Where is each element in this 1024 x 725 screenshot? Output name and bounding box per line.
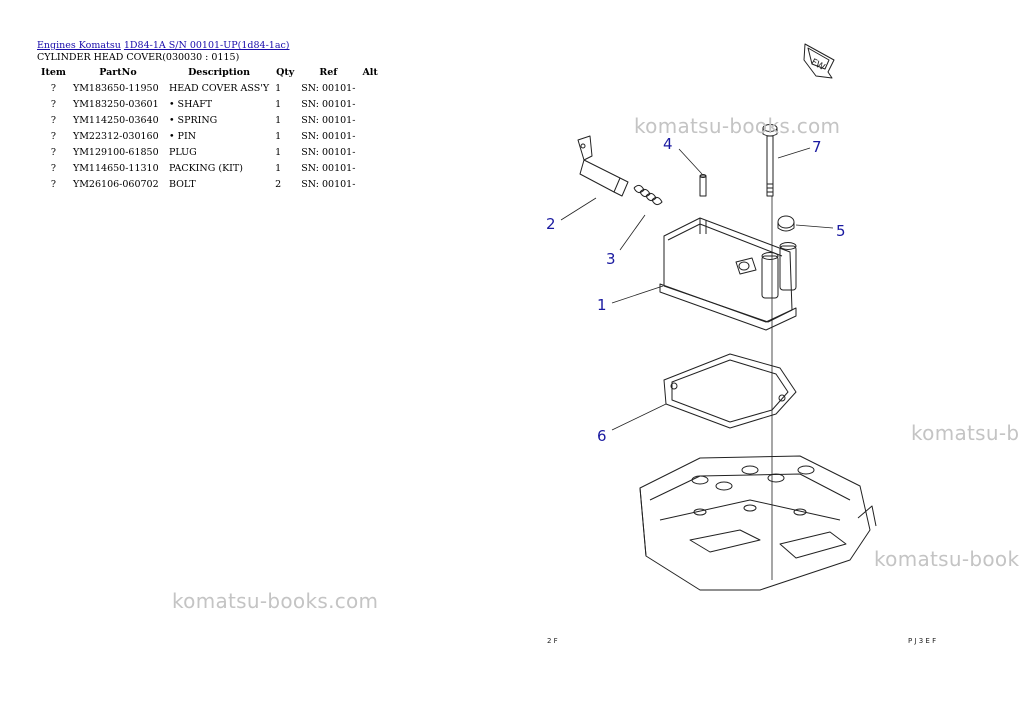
cell-alt <box>358 177 381 193</box>
cell-ref: SN: 00101- <box>301 99 356 110</box>
cell-description: PACKING (KIT) <box>168 163 243 174</box>
header-partno: PartNo <box>99 67 137 78</box>
shaft-part <box>577 135 629 197</box>
cell-description: • SHAFT <box>168 99 213 110</box>
callout-7: 7 <box>812 138 822 156</box>
cell-alt <box>358 113 381 129</box>
cell-ref: SN: 00101- <box>301 163 356 174</box>
cell-qty: 1 <box>275 131 282 142</box>
cell-item: ? <box>50 83 57 94</box>
table-row: ? YM114250-03640 • SPRING 1 SN: 00101- <box>37 113 382 129</box>
header-description: Description <box>188 67 250 78</box>
cell-qty: 1 <box>275 115 282 126</box>
table-row: ? YM183650-11950 HEAD COVER ASS'Y 1 SN: … <box>37 81 382 97</box>
cell-qty: 1 <box>275 163 282 174</box>
cell-alt <box>358 97 381 113</box>
spring-part <box>633 184 663 206</box>
cell-alt <box>358 145 381 161</box>
cell-alt <box>358 129 381 145</box>
breadcrumb-link-engines-komatsu[interactable]: Engines Komatsu <box>37 40 121 51</box>
table-row: ? YM129100-61850 PLUG 1 SN: 00101- <box>37 145 382 161</box>
watermark-text: komatsu-book <box>874 547 1020 571</box>
corner-code-left: 2 F <box>547 637 558 645</box>
page-title: CYLINDER HEAD COVER(030030 : 0115) <box>37 52 240 63</box>
head-cover-part <box>659 217 797 331</box>
cell-partno: YM114650-11310 <box>72 163 159 174</box>
cell-ref: SN: 00101- <box>301 147 356 158</box>
cell-qty: 1 <box>275 147 282 158</box>
cell-item: ? <box>50 99 57 110</box>
pin-part <box>699 174 707 197</box>
cell-description: HEAD COVER ASS'Y <box>168 83 270 94</box>
watermark-text: komatsu-books.com <box>634 114 841 138</box>
cell-partno: YM183250-03601 <box>72 99 159 110</box>
parts-table: Item PartNo Description Qty Ref Alt ? YM… <box>37 66 382 193</box>
table-row: ? YM26106-060702 BOLT 2 SN: 00101- <box>37 177 382 193</box>
callout-6: 6 <box>597 427 607 445</box>
cell-description: BOLT <box>168 179 196 190</box>
cell-item: ? <box>50 179 57 190</box>
cylinder-head-part <box>639 455 877 591</box>
header-alt: Alt <box>362 67 378 78</box>
cell-alt <box>358 161 381 177</box>
cell-alt <box>358 81 381 97</box>
exploded-parts-diagram: 2 3 1 4 5 6 7 FW 2 F P J 3 E F <box>546 43 936 645</box>
table-row: ? YM183250-03601 • SHAFT 1 SN: 00101- <box>37 97 382 113</box>
header-ref: Ref <box>319 67 338 78</box>
cell-ref: SN: 00101- <box>301 131 356 142</box>
cell-ref: SN: 00101- <box>301 83 356 94</box>
cell-description: PLUG <box>168 147 197 158</box>
cell-item: ? <box>50 131 57 142</box>
cell-description: • PIN <box>168 131 197 142</box>
breadcrumb-link-model[interactable]: 1D84-1A S/N 00101-UP(1d84-1ac) <box>123 40 290 51</box>
table-header-row: Item PartNo Description Qty Ref Alt <box>37 66 382 81</box>
watermark-text: komatsu-b <box>911 421 1020 445</box>
watermark-text: komatsu-books.com <box>172 589 379 613</box>
cell-qty: 1 <box>275 83 282 94</box>
cell-item: ? <box>50 115 57 126</box>
cell-qty: 1 <box>275 99 282 110</box>
header-item: Item <box>41 67 66 78</box>
bolt-part <box>762 124 778 197</box>
breadcrumb: Engines Komatsu 1D84-1A S/N 00101-UP(1d8… <box>37 40 290 51</box>
corner-code-right: P J 3 E F <box>908 637 936 645</box>
header-qty: Qty <box>276 67 295 78</box>
table-row: ? YM114650-11310 PACKING (KIT) 1 SN: 001… <box>37 161 382 177</box>
cell-ref: SN: 00101- <box>301 179 356 190</box>
callout-4: 4 <box>663 135 673 153</box>
cell-item: ? <box>50 147 57 158</box>
cell-description: • SPRING <box>168 115 218 126</box>
cell-partno: YM183650-11950 <box>72 83 159 94</box>
fw-arrow-icon <box>803 43 835 79</box>
cell-qty: 2 <box>275 179 282 190</box>
callout-2: 2 <box>546 215 556 233</box>
cell-partno: YM22312-030160 <box>72 131 159 142</box>
table-row: ? YM22312-030160 • PIN 1 SN: 00101- <box>37 129 382 145</box>
cell-ref: SN: 00101- <box>301 115 356 126</box>
callout-3: 3 <box>606 250 616 268</box>
cell-partno: YM26106-060702 <box>72 179 159 190</box>
packing-gasket-part <box>663 353 797 429</box>
cell-item: ? <box>50 163 57 174</box>
cell-partno: YM114250-03640 <box>72 115 159 126</box>
callout-5: 5 <box>836 222 846 240</box>
plug-part <box>777 215 795 232</box>
callout-1: 1 <box>597 296 607 314</box>
cell-partno: YM129100-61850 <box>72 147 159 158</box>
